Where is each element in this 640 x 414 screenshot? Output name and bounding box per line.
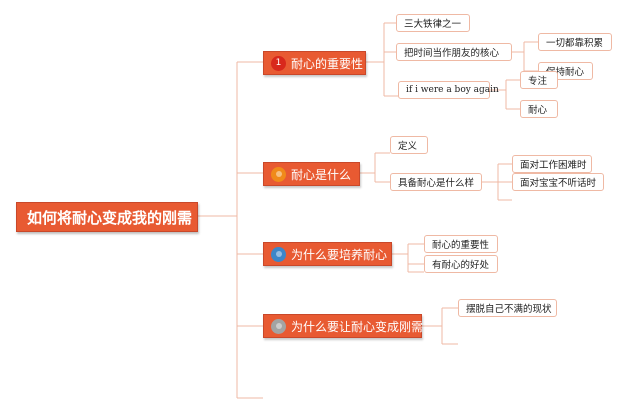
subtopic-definition[interactable]: 定义 [390,136,428,154]
subtopic-time-as-friend[interactable]: 把时间当作朋友的核心 [396,43,512,61]
subtopic-facing-work-difficulty[interactable]: 面对工作困难时 [512,155,592,173]
subtopic-label: 三大铁律之一 [404,19,462,30]
subtopic-label: 摆脱自己不满的现状 [466,304,552,315]
subtopic-accumulation[interactable]: 一切都靠积累 [538,33,612,51]
subtopic-label: if i were a boy again [406,85,499,95]
subtopic-label: 把时间当作朋友的核心 [404,48,500,59]
orange-circle-icon [271,166,286,182]
subtopic-label: 面对工作困难时 [520,160,587,171]
root-topic-label: 如何将耐心变成我的刚需 [27,208,193,227]
topic-label: 耐心是什么 [291,167,352,182]
topic-what-is-patience[interactable]: 耐心是什么 [263,162,360,186]
topic-label: 为什么要让耐心变成刚需 [291,319,424,334]
subtopic-if-i-were-a-boy-again[interactable]: if i were a boy again [398,81,499,99]
subtopic-label: 保持耐心 [546,67,585,78]
subtopic-label: 面对宝宝不听话时 [520,178,597,189]
topic-why-cultivate-patience[interactable]: 为什么要培养耐心 [263,242,392,266]
topic-label: 耐心的重要性 [291,56,364,71]
subtopic-label: 专注 [528,76,548,87]
subtopic-importance-of-patience[interactable]: 耐心的重要性 [424,235,498,253]
subtopic-focus[interactable]: 专注 [520,71,558,89]
subtopic-label: 定义 [398,141,418,152]
marker-dot [275,251,282,257]
topic-why-make-patience-necessity[interactable]: 为什么要让耐心变成刚需 [263,314,424,338]
marker-dot [275,171,282,177]
subtopic-three-iron-laws[interactable]: 三大铁律之一 [396,14,470,32]
grey-circle-icon [271,318,286,334]
subtopic-escape-dissatisfaction[interactable]: 摆脱自己不满的现状 [458,299,557,317]
subtopic-what-patience-looks-like[interactable]: 具备耐心是什么样 [390,173,482,191]
subtopic-label: 具备耐心是什么样 [398,178,475,189]
subtopic-benefits-of-patience[interactable]: 有耐心的好处 [424,255,498,273]
priority-1-icon: 1 [271,55,286,71]
topic-importance-of-patience[interactable]: 1 耐心的重要性 [263,51,366,75]
subtopic-patience[interactable]: 耐心 [520,100,558,118]
topic-label: 为什么要培养耐心 [291,247,388,262]
subtopic-label: 耐心 [528,105,548,116]
blue-circle-icon [271,246,286,262]
subtopic-label: 耐心的重要性 [432,240,490,251]
subtopic-facing-disobedient-baby[interactable]: 面对宝宝不听话时 [512,173,604,191]
subtopic-label: 一切都靠积累 [546,38,604,49]
priority-number: 1 [275,58,282,68]
marker-dot [275,323,282,329]
root-topic[interactable]: 如何将耐心变成我的刚需 [16,202,198,232]
subtopic-label: 有耐心的好处 [432,260,490,271]
